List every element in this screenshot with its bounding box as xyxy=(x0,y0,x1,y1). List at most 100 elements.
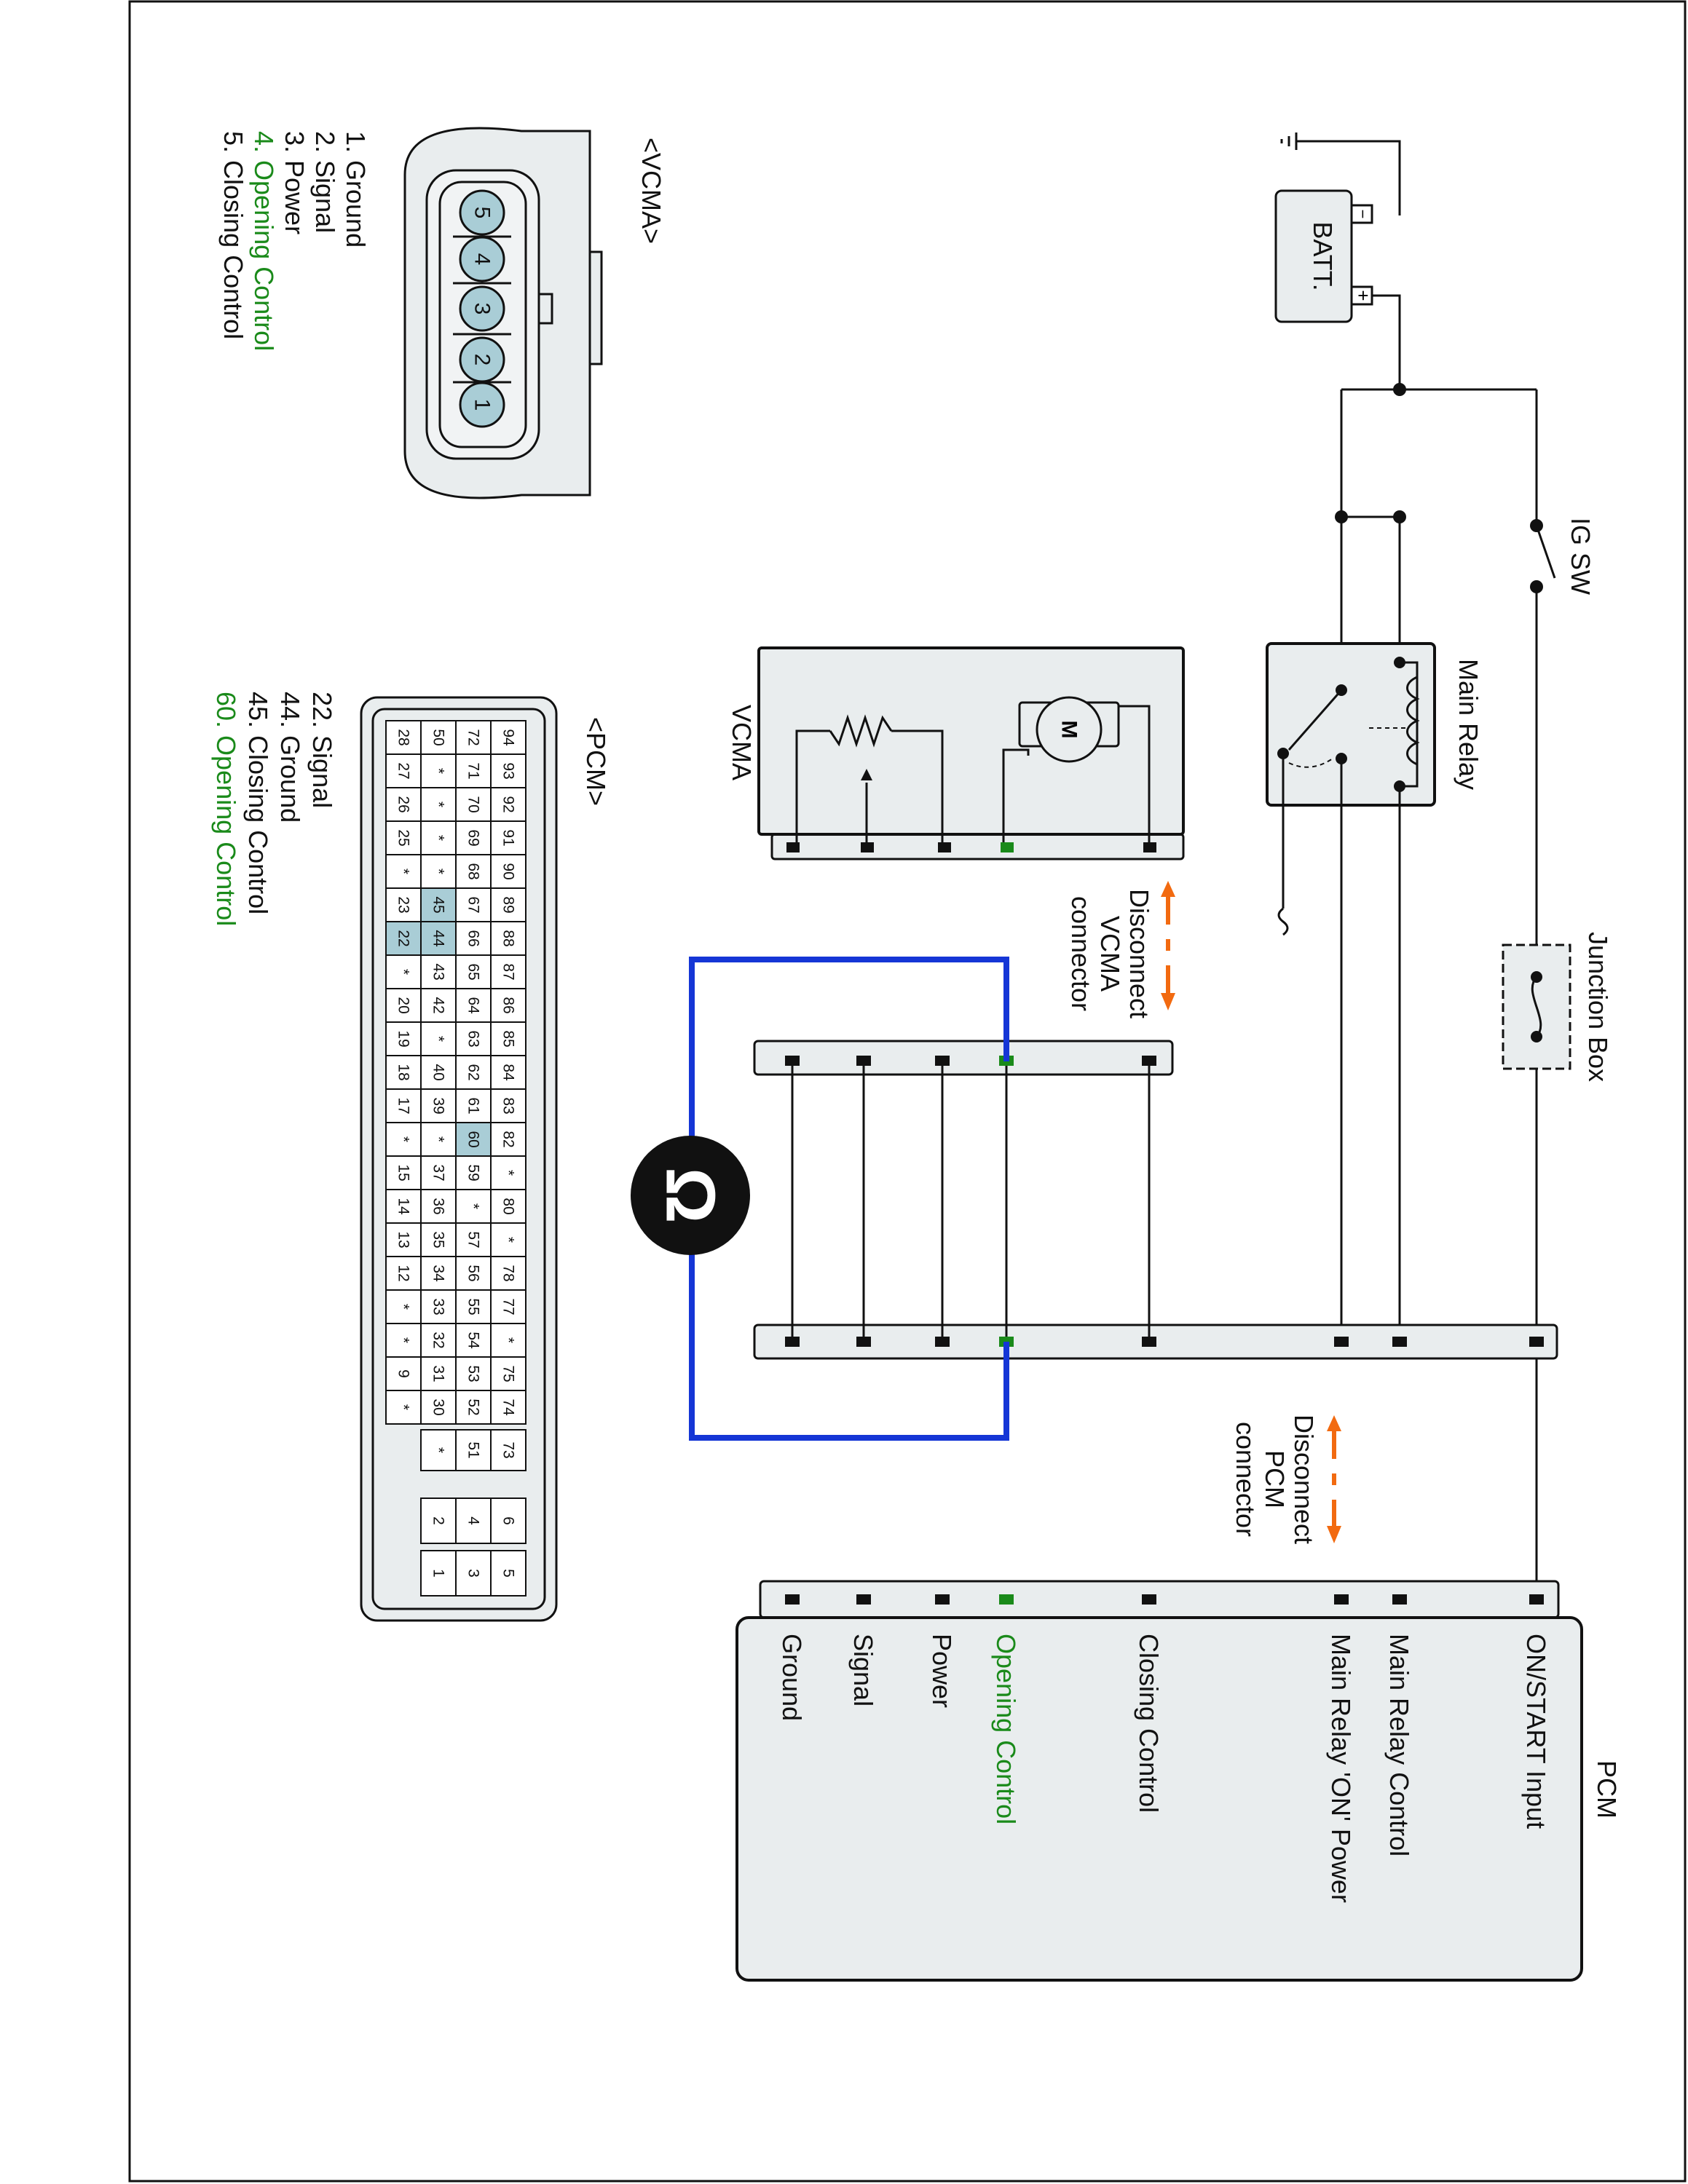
pcm-pin-67: 67 xyxy=(465,896,482,913)
pcm-pin-75: 75 xyxy=(500,1365,517,1382)
pcm-pin-92: 92 xyxy=(500,796,517,812)
pcm-pin-13: 13 xyxy=(395,1231,412,1248)
pcm-pin-57: 57 xyxy=(465,1231,482,1248)
ohmmeter-icon xyxy=(631,1136,750,1255)
ohm-symbol: Ω xyxy=(652,1168,730,1224)
pcm-pin-cell xyxy=(455,1323,492,1358)
pcm-pin-82: 82 xyxy=(500,1131,517,1147)
vcma-connector-title: <VCMA> xyxy=(636,138,666,244)
pcm-pin-cell xyxy=(490,887,526,922)
pcm-pin-27: 27 xyxy=(395,762,412,779)
pcm-pin-*: * xyxy=(500,1170,517,1176)
pcm-pin-cell xyxy=(455,921,492,956)
pcm-pin-cell xyxy=(455,753,492,788)
pcm-pin-52: 52 xyxy=(465,1398,482,1415)
pcm-pin-59: 59 xyxy=(465,1164,482,1181)
pcm-pin-*: * xyxy=(500,1337,517,1343)
page-border xyxy=(128,0,1687,2183)
pcm-pin-89: 89 xyxy=(500,896,517,913)
motor-label: M xyxy=(1057,721,1081,739)
power-supply-group: − + BATT. IG SW Junction Box xyxy=(1274,132,1613,1600)
pcm-pin-*: * xyxy=(395,869,412,874)
pcm-terminal-power: Power xyxy=(927,1634,957,1708)
junction-box: Junction Box xyxy=(1502,932,1613,1082)
pcm-pin-*: * xyxy=(395,969,412,975)
pcm-pin-65: 65 xyxy=(465,963,482,980)
pcm-pin-cell xyxy=(385,1055,422,1090)
disconnect-pcm-line2: PCM xyxy=(1260,1450,1290,1508)
pcm-terminal-main-relay-on-power: Main Relay 'ON' Power xyxy=(1326,1634,1356,1903)
pcm-pin-37: 37 xyxy=(430,1164,447,1181)
pcm-pin-15: 15 xyxy=(395,1164,412,1181)
vcma-pin-faces xyxy=(453,189,511,428)
pcm-pin-cell xyxy=(385,1155,422,1190)
pcm-pin-cell xyxy=(455,820,492,855)
pcm-pin-cell xyxy=(490,1289,526,1324)
pcm-pin-*: * xyxy=(430,1447,447,1453)
pcm-pin-45: 45 xyxy=(430,896,447,913)
pcm-legend-22: 22. Signal xyxy=(307,692,337,808)
pcm-pin-54: 54 xyxy=(465,1332,482,1349)
pcm-pin-cell xyxy=(420,921,457,956)
pcm-pin-cell xyxy=(455,1021,492,1056)
pcm-pin-18: 18 xyxy=(395,1064,412,1080)
ground-wire xyxy=(1296,140,1401,215)
pcm-pin-cell xyxy=(490,1055,526,1090)
pcm-pin-cell xyxy=(420,1256,457,1291)
pcm-pin-70: 70 xyxy=(465,796,482,812)
vcma-component: M VCMA xyxy=(727,646,1185,860)
pcm-connector-view: <PCM> 94939291908988878685848382*80*7877… xyxy=(211,692,611,1622)
pcm-pin-*: * xyxy=(430,869,447,874)
vcma-legend-4: 4. Opening Control xyxy=(249,131,279,351)
pcm-pin-78: 78 xyxy=(500,1265,517,1281)
harness-wires xyxy=(791,1061,1151,1340)
pcm-legend-44: 44. Ground xyxy=(275,692,305,823)
pcm-pin-64: 64 xyxy=(465,997,482,1014)
pcm-pin-28: 28 xyxy=(395,729,412,745)
pcm-pin-cell xyxy=(385,1356,422,1391)
pcm-pin-cell xyxy=(455,1055,492,1090)
pcm-pin-53: 53 xyxy=(465,1365,482,1382)
pcm-pin-85: 85 xyxy=(500,1030,517,1047)
pcm-pin-3: 3 xyxy=(465,1569,482,1578)
pcm-pin-73: 73 xyxy=(500,1441,517,1458)
pcm-pin-84: 84 xyxy=(500,1064,517,1081)
pcm-pin-cell xyxy=(490,921,526,956)
pcm-pin-cell xyxy=(455,1189,492,1224)
main-relay: Main Relay xyxy=(1266,642,1483,1336)
pcm-pin-31: 31 xyxy=(430,1365,447,1382)
vcma-pin-2: 2 xyxy=(470,354,494,366)
pcm-pin-14: 14 xyxy=(395,1198,412,1215)
pcm-pin-33: 33 xyxy=(430,1298,447,1315)
pcm-component: PCM ON/START Input Main Relay Control Ma… xyxy=(735,1580,1622,1982)
vcma-connector-view: <VCMA> 1 2 3 4 5 1. Ground 2. Signal 3. … xyxy=(218,127,666,499)
arrow-down-icon xyxy=(1161,993,1175,1010)
pcm-pin-cell xyxy=(385,1390,422,1425)
main-relay-label: Main Relay xyxy=(1454,659,1483,790)
pcm-pin-80: 80 xyxy=(500,1198,517,1214)
vcma-legend-3: 3. Power xyxy=(280,131,309,234)
vcma-legend-1: 1. Ground xyxy=(341,131,371,248)
pcm-pin-cell xyxy=(420,1390,457,1425)
disconnect-pcm-line3: connector xyxy=(1231,1422,1261,1537)
pcm-pin-cell xyxy=(455,1550,492,1597)
disconnect-vcma-line2: VCMA xyxy=(1095,916,1125,992)
vcma-pin-5: 5 xyxy=(470,207,494,219)
pcm-pin-*: * xyxy=(395,1304,412,1310)
pcm-pin-91: 91 xyxy=(500,829,517,846)
battery-positive-wire xyxy=(1372,294,1401,389)
pcm-pin-cell xyxy=(455,988,492,1023)
pcm-pin-cell xyxy=(490,753,526,788)
pcm-pin-93: 93 xyxy=(500,762,517,779)
pcm-pin-94: 94 xyxy=(500,729,517,746)
pcm-pin-40: 40 xyxy=(430,1064,447,1080)
battery-plus-label: + xyxy=(1352,290,1374,301)
pcm-pin-cell xyxy=(385,921,422,956)
pcm-pin-cell xyxy=(420,820,457,855)
vcma-component-label: VCMA xyxy=(727,705,757,780)
pcm-pin-cell xyxy=(455,720,492,755)
battery-label: BATT. xyxy=(1308,221,1338,290)
pcm-terminal-ground: Ground xyxy=(777,1634,807,1721)
ground-icon xyxy=(1280,132,1298,150)
pcm-pin-cell xyxy=(420,753,457,788)
